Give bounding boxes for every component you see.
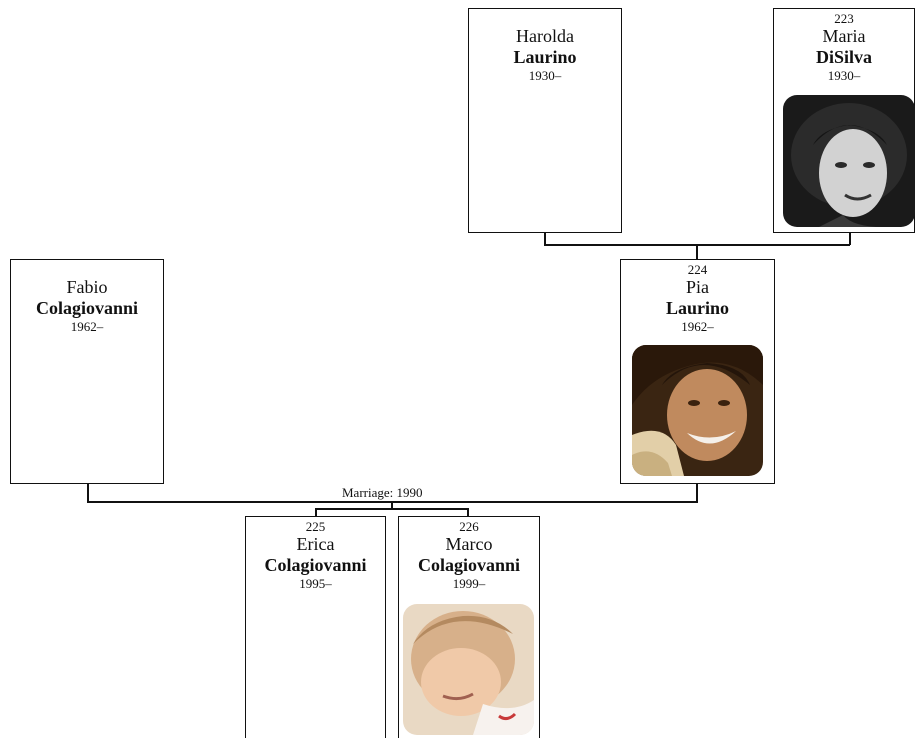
connector-line	[315, 508, 317, 517]
person-given-name: Erica	[296, 534, 335, 554]
person-years: 1995–	[299, 576, 332, 592]
person-photo	[783, 95, 915, 227]
connector-line	[391, 501, 393, 509]
person-surname: DiSilva	[815, 47, 872, 68]
person-card-fabio[interactable]: Fabio Colagiovanni 1962–	[10, 259, 164, 484]
person-id: 226	[459, 519, 479, 534]
person-given-name: Marco	[445, 534, 493, 554]
person-id: 223	[834, 11, 854, 26]
person-years: 1930–	[528, 68, 562, 84]
connector-line	[467, 508, 469, 517]
person-given-name: Fabio	[66, 277, 108, 297]
connector-line	[87, 501, 698, 503]
person-card-pia[interactable]: 224 Pia Laurino 1962–	[620, 259, 775, 484]
connector-line	[544, 232, 546, 245]
person-given-name: Maria	[822, 26, 866, 46]
person-id: 225	[305, 519, 326, 534]
person-surname: Colagiovanni	[417, 555, 521, 576]
connector-line	[87, 483, 89, 502]
person-card-erica[interactable]: 225 Erica Colagiovanni 1995–	[245, 516, 386, 738]
person-photo	[403, 604, 534, 735]
person-card-marco[interactable]: 226 Marco Colagiovanni 1999–	[398, 516, 540, 738]
person-years: 1930–	[827, 68, 861, 84]
person-card-maria[interactable]: 223 Maria DiSilva 1930–	[773, 8, 915, 233]
person-given-name: Pia	[685, 277, 709, 297]
marriage-label: Marriage: 1990	[340, 485, 425, 501]
connector-line	[696, 244, 698, 259]
connector-line	[696, 483, 698, 502]
person-years: 1999–	[452, 576, 486, 592]
person-years: 1962–	[681, 319, 714, 335]
person-surname: Colagiovanni	[35, 298, 139, 319]
person-surname: Laurino	[665, 298, 730, 319]
connector-line	[315, 508, 468, 510]
person-photo	[632, 345, 763, 476]
person-id	[469, 11, 621, 26]
connector-line	[849, 232, 851, 245]
person-id: 224	[687, 262, 708, 277]
person-years: 1962–	[70, 319, 104, 335]
person-id	[11, 262, 163, 277]
person-given-name: Harolda	[516, 26, 574, 46]
person-surname: Colagiovanni	[264, 555, 367, 576]
person-surname: Laurino	[513, 47, 577, 68]
person-card-harolda[interactable]: Harolda Laurino 1930–	[468, 8, 622, 233]
